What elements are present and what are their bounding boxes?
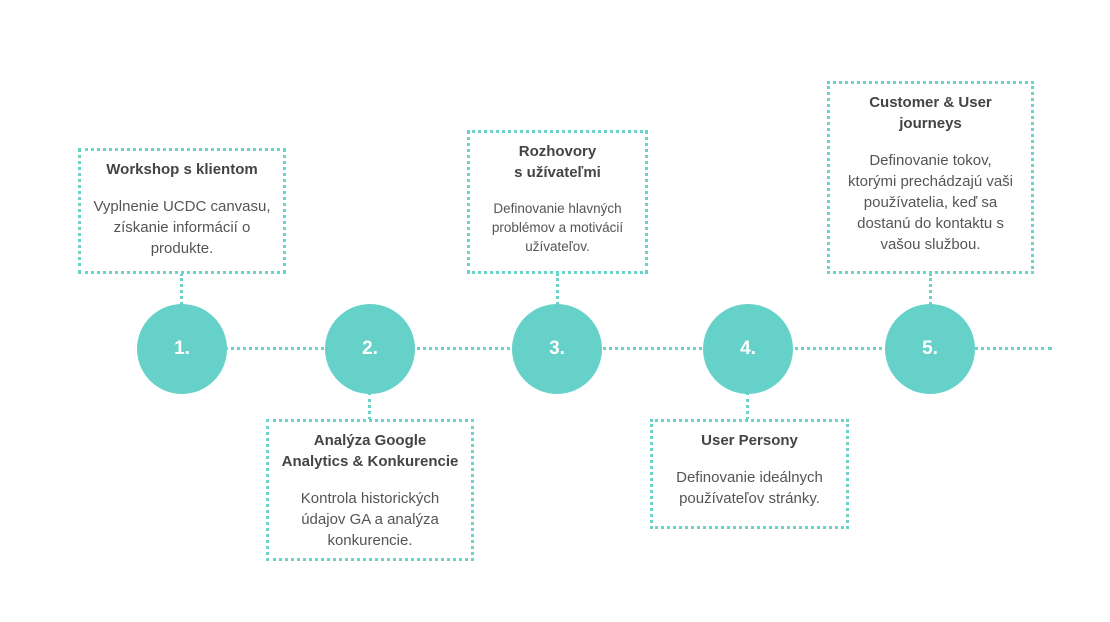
step-1-box: Workshop s klientom Vyplnenie UCDC canva…	[78, 148, 286, 274]
timeline-line	[182, 347, 1052, 350]
step-5-number: 5.	[922, 338, 938, 359]
step-2-number: 2.	[362, 338, 378, 359]
step-4-circle: 4.	[703, 304, 793, 394]
step-5-box: Customer & User journeys Definovanie tok…	[827, 81, 1034, 274]
step-3-circle: 3.	[512, 304, 602, 394]
step-3-description: Definovanie hlavných problémov a motivác…	[491, 201, 624, 254]
step-2-description: Kontrola historických údajov GA a analýz…	[300, 490, 440, 549]
step-3-number: 3.	[549, 338, 565, 359]
step-1-description: Vyplnenie UCDC canvasu, získanie informá…	[93, 198, 271, 257]
step-5-description: Definovanie tokov, ktorými prechádzajú v…	[847, 152, 1014, 253]
connector-step-3	[556, 273, 559, 305]
step-3-box: Rozhovory s užívateľmi Definovanie hlavn…	[467, 130, 648, 274]
step-2-circle: 2.	[325, 304, 415, 394]
step-5-circle: 5.	[885, 304, 975, 394]
step-2-box: Analýza Google Analytics & Konkurencie K…	[266, 419, 474, 561]
step-1-circle: 1.	[137, 304, 227, 394]
step-1-title: Workshop s klientom	[106, 161, 258, 178]
step-4-box: User Persony Definovanie ideálnych použí…	[650, 419, 849, 529]
step-4-title: User Persony	[701, 432, 798, 449]
step-5-title: Customer & User journeys	[869, 94, 992, 132]
step-4-description: Definovanie ideálnych používateľov strán…	[676, 469, 823, 507]
connector-step-1	[180, 273, 183, 305]
connector-step-5	[929, 273, 932, 305]
connector-step-4	[746, 392, 749, 420]
connector-step-2	[368, 392, 371, 420]
step-3-title: Rozhovory s užívateľmi	[514, 143, 601, 181]
step-2-title: Analýza Google Analytics & Konkurencie	[281, 432, 459, 470]
step-4-number: 4.	[740, 338, 756, 359]
step-1-number: 1.	[174, 338, 190, 359]
